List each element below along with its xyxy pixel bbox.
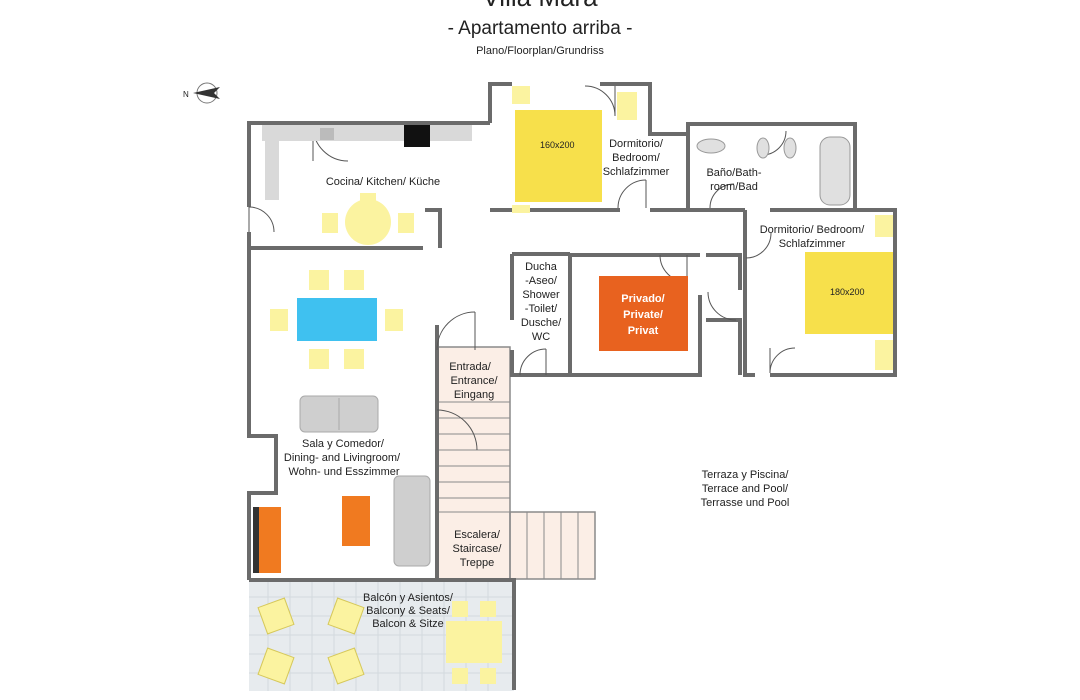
bed1-size-label: 160x200 — [540, 140, 575, 150]
bed2-size-label: 180x200 — [830, 287, 865, 297]
private-label-line1: Privado/ — [621, 293, 664, 305]
private-label-line2: Private/ — [623, 309, 663, 321]
bed-180x200 — [805, 252, 893, 334]
bathroom-label-line2: room/Bad — [710, 181, 758, 193]
terrace-label-line3: Terrasse und Pool — [701, 497, 790, 509]
stair-steps — [437, 401, 579, 579]
coffee-table — [342, 496, 370, 546]
living-label-line2: Dining- and Livingroom/ — [284, 452, 401, 464]
kitchen-counter — [262, 125, 472, 141]
living-label-line1: Sala y Comedor/ — [302, 438, 385, 450]
kitchen-table — [345, 199, 391, 245]
page-subtitle: - Apartamento arriba - — [447, 18, 633, 39]
balcony-table-chairs — [452, 601, 496, 684]
bidet-icon — [783, 137, 797, 159]
bathroom-label-line1: Baño/Bath- — [706, 167, 761, 179]
balcony-label-line1: Balcón y Asientos/ — [363, 592, 454, 604]
page-title: - Villa Mara - — [0, 0, 1080, 13]
entrance-label-line1: Entrada/ — [449, 361, 492, 373]
stairs-label-line3: Treppe — [460, 557, 494, 569]
dining-table — [297, 298, 377, 341]
balcony-table — [446, 621, 502, 663]
bedroom1-label-line1: Dormitorio/ — [609, 138, 664, 150]
stairs-label-line1: Escalera/ — [454, 529, 501, 541]
kitchen-label: Cocina/ Kitchen/ Küche — [326, 176, 440, 188]
kitchen-side-counter — [265, 140, 279, 200]
staircase-area — [437, 347, 510, 579]
shower-label-line3: Shower — [522, 289, 560, 301]
bedroom1-label-line3: Schlafzimmer — [603, 166, 670, 178]
bedroom2-label-line1: Dormitorio/ Bedroom/ — [760, 224, 865, 236]
doors — [248, 85, 796, 451]
private-label-line3: Privat — [628, 325, 659, 337]
living-label-line3: Wohn- und Esszimmer — [288, 466, 399, 478]
bedroom2-label-line2: Schlafzimmer — [779, 238, 846, 250]
terrace-label-line2: Terrace and Pool/ — [702, 483, 789, 495]
shower-label-line1: Ducha — [525, 261, 558, 273]
bathtub-icon — [819, 136, 851, 206]
balcony-label-line2: Balcony & Seats/ — [366, 605, 451, 617]
page-caption: Plano/Floorplan/Grundriss — [476, 45, 604, 57]
shower-label-line2: -Aseo/ — [525, 275, 558, 287]
balcony-tiles — [249, 578, 514, 691]
private-room-block — [599, 276, 688, 351]
sofa-side — [393, 475, 431, 567]
stove-icon — [404, 125, 430, 147]
stairs-label-line2: Staircase/ — [453, 543, 503, 555]
tv-cabinet — [255, 507, 281, 573]
private-labels: Privado/ Private/ Privat — [621, 293, 664, 337]
entrance-label-line3: Eingang — [454, 389, 494, 401]
balcony-label-line3: Balcon & Sitze — [372, 618, 444, 630]
bedroom1-label-line2: Bedroom/ — [612, 152, 661, 164]
bed-160x200 — [515, 110, 602, 202]
shower-label-line4: -Toilet/ — [525, 303, 558, 315]
entrance-label-line2: Entrance/ — [450, 375, 498, 387]
terrace-label-line1: Terraza y Piscina/ — [702, 469, 790, 481]
dining-chairs — [270, 270, 403, 369]
balcony-chairs — [257, 597, 365, 685]
compass-north-label: N — [183, 90, 189, 99]
toilet-icon — [756, 137, 770, 159]
shower-label-line5: Dusche/ — [521, 317, 562, 329]
staircase-lower-flight — [510, 512, 595, 579]
walls — [247, 82, 897, 690]
room-labels: Cocina/ Kitchen/ Küche Dormitorio/ Bedro… — [284, 138, 865, 630]
shower-label-line6: WC — [532, 331, 550, 343]
washbasin-icon — [696, 138, 726, 154]
compass-icon: N — [183, 82, 220, 104]
